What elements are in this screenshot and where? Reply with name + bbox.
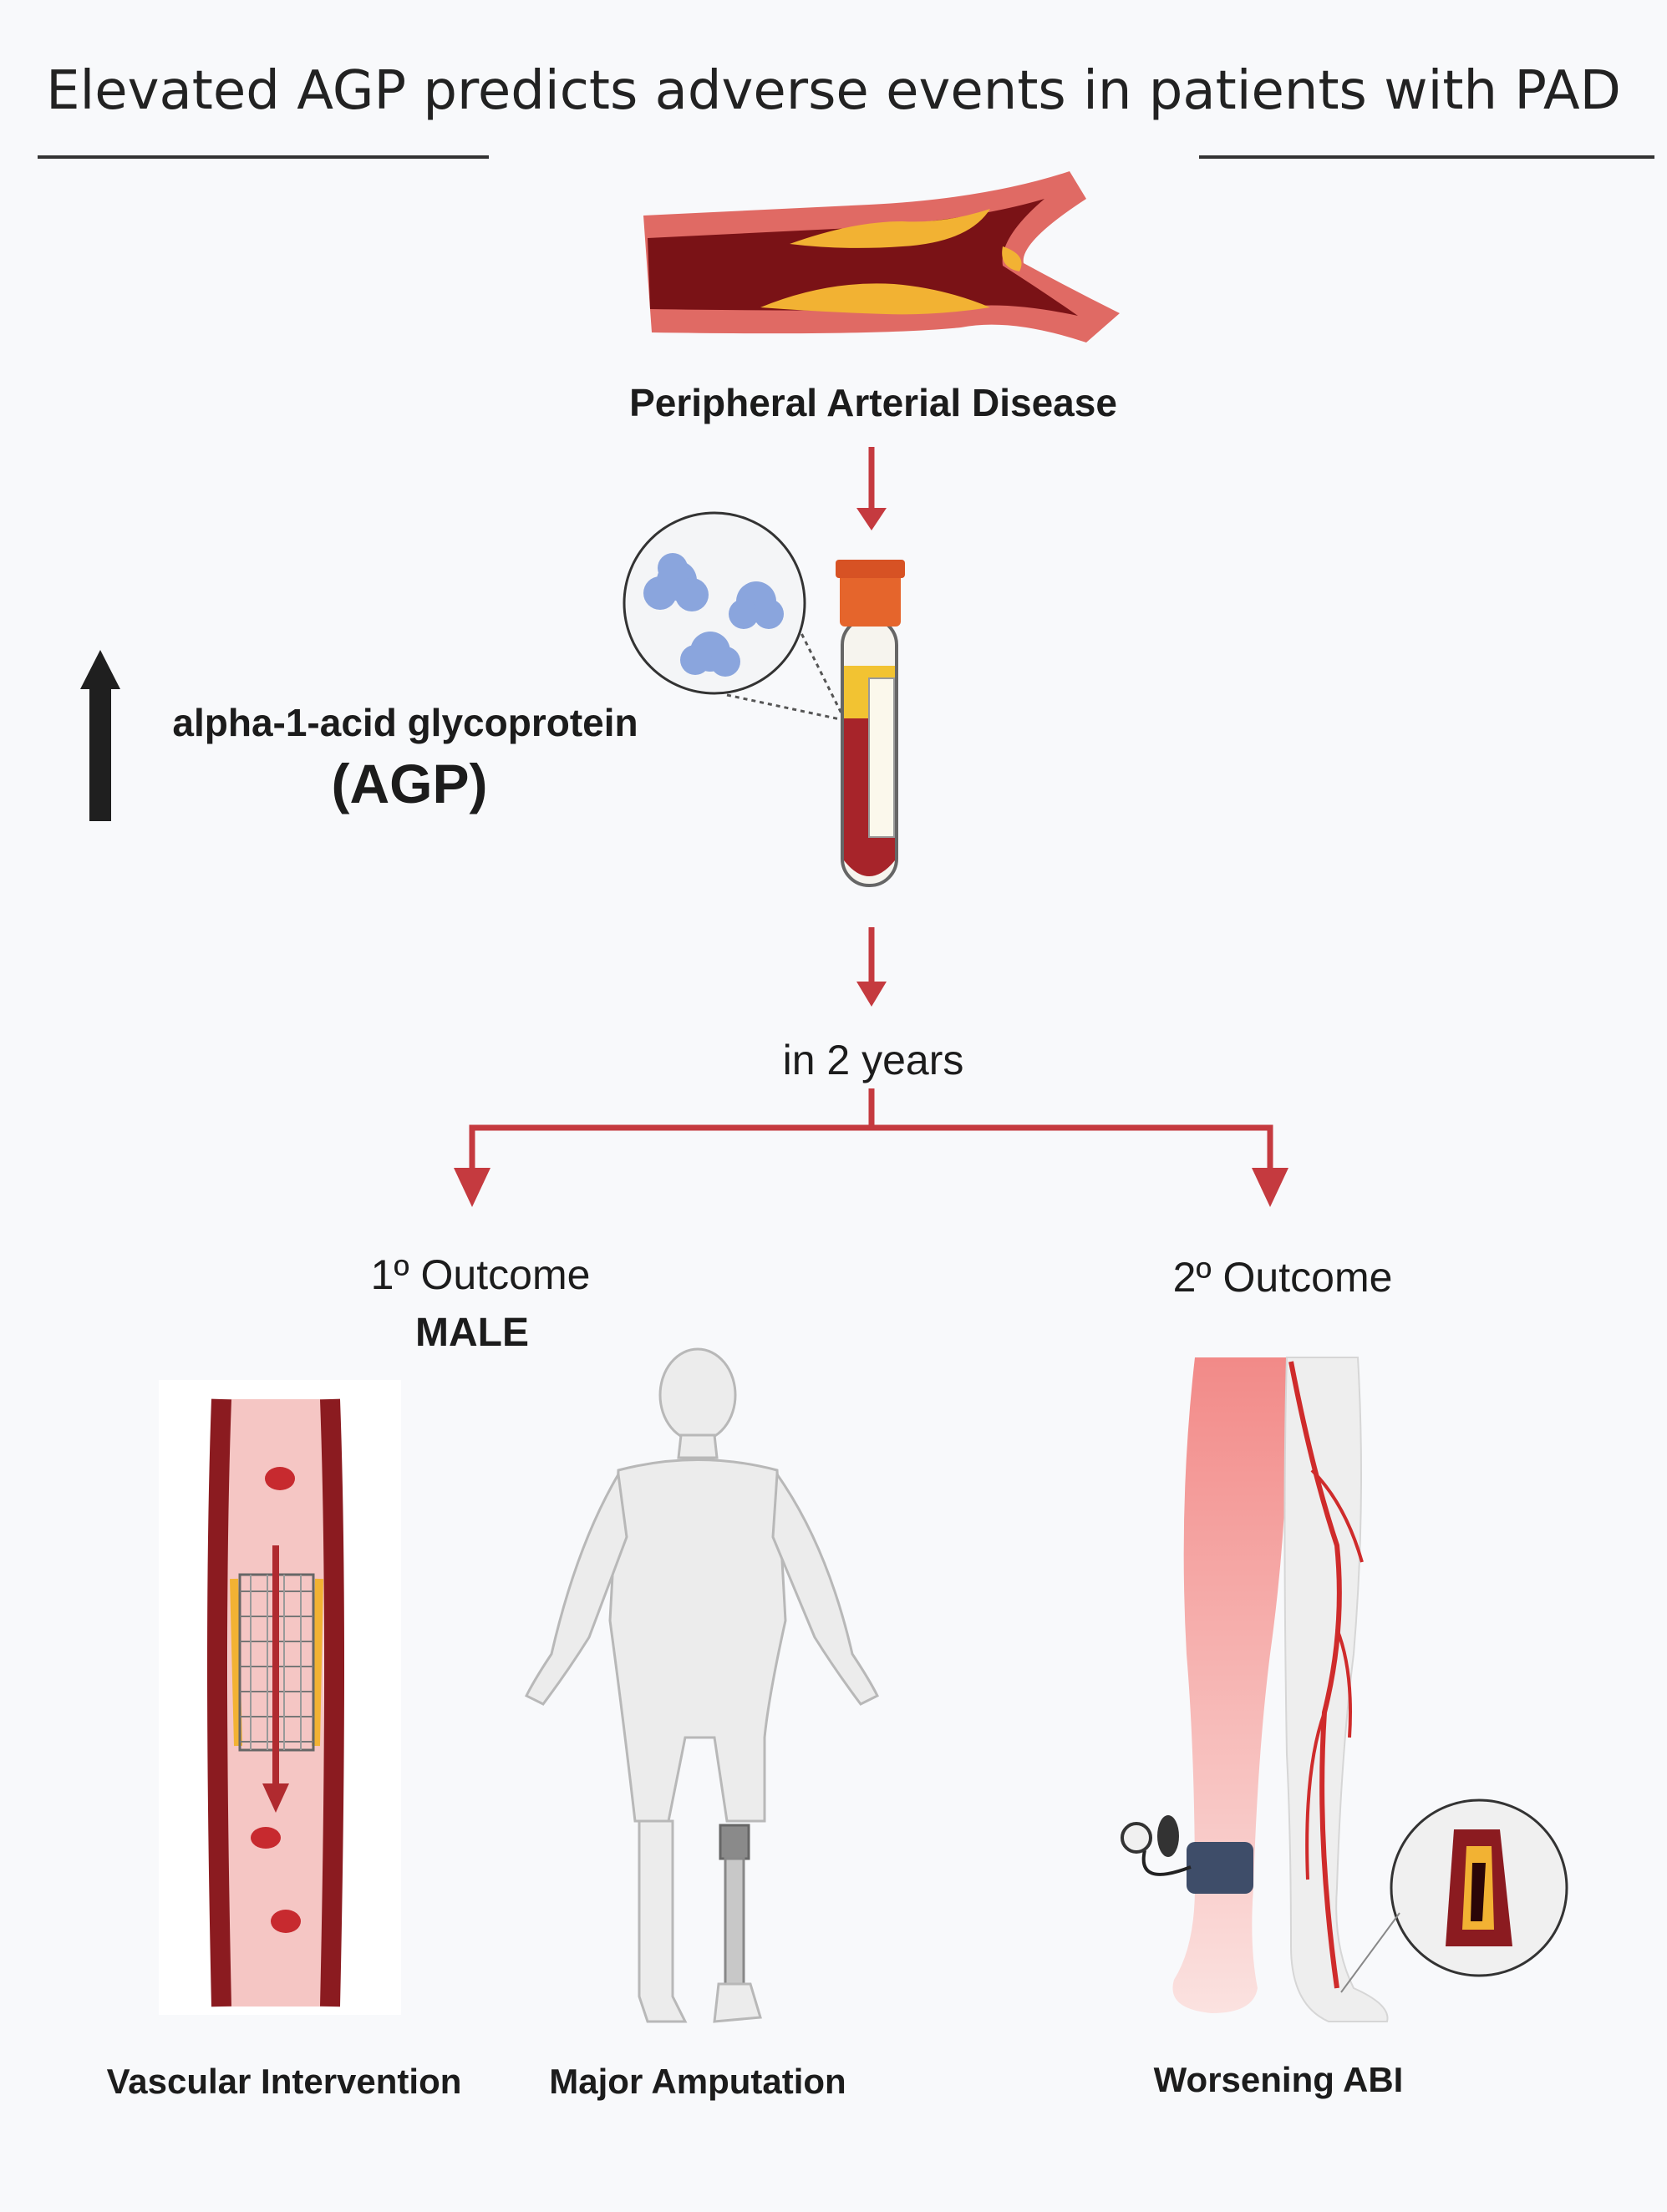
stent-vessel-icon <box>159 1380 401 2015</box>
protein-magnifier-icon <box>623 511 846 722</box>
biomarker-name: alpha-1-acid glycoprotein <box>172 701 638 744</box>
timeframe-label: in 2 years <box>782 1037 964 1083</box>
blood-tube-icon <box>836 560 905 887</box>
amputee-figure-icon <box>524 1347 880 2023</box>
artery-plaque-icon <box>643 171 1120 342</box>
branch-arrow <box>454 1088 1288 1207</box>
increase-arrow-icon <box>80 650 120 821</box>
secondary-outcome-label: 2º Outcome <box>1172 1254 1393 1301</box>
leg-artery-icon <box>1121 1357 1568 2022</box>
arrow-disease-to-sample-head <box>856 508 887 530</box>
biomarker-abbrev: (AGP) <box>331 753 488 814</box>
event-vascular-intervention: Vascular Intervention <box>106 2062 462 2101</box>
primary-outcome-name: MALE <box>415 1311 529 1355</box>
event-major-amputation: Major Amputation <box>549 2062 846 2101</box>
arrow-sample-to-time-head <box>856 982 887 1007</box>
event-worsening-abi: Worsening ABI <box>1153 2060 1404 2099</box>
page-title: Elevated AGP predicts adverse events in … <box>46 60 1621 122</box>
disease-label: Peripheral Arterial Disease <box>629 381 1117 424</box>
primary-outcome-label: 1º Outcome <box>370 1251 591 1298</box>
